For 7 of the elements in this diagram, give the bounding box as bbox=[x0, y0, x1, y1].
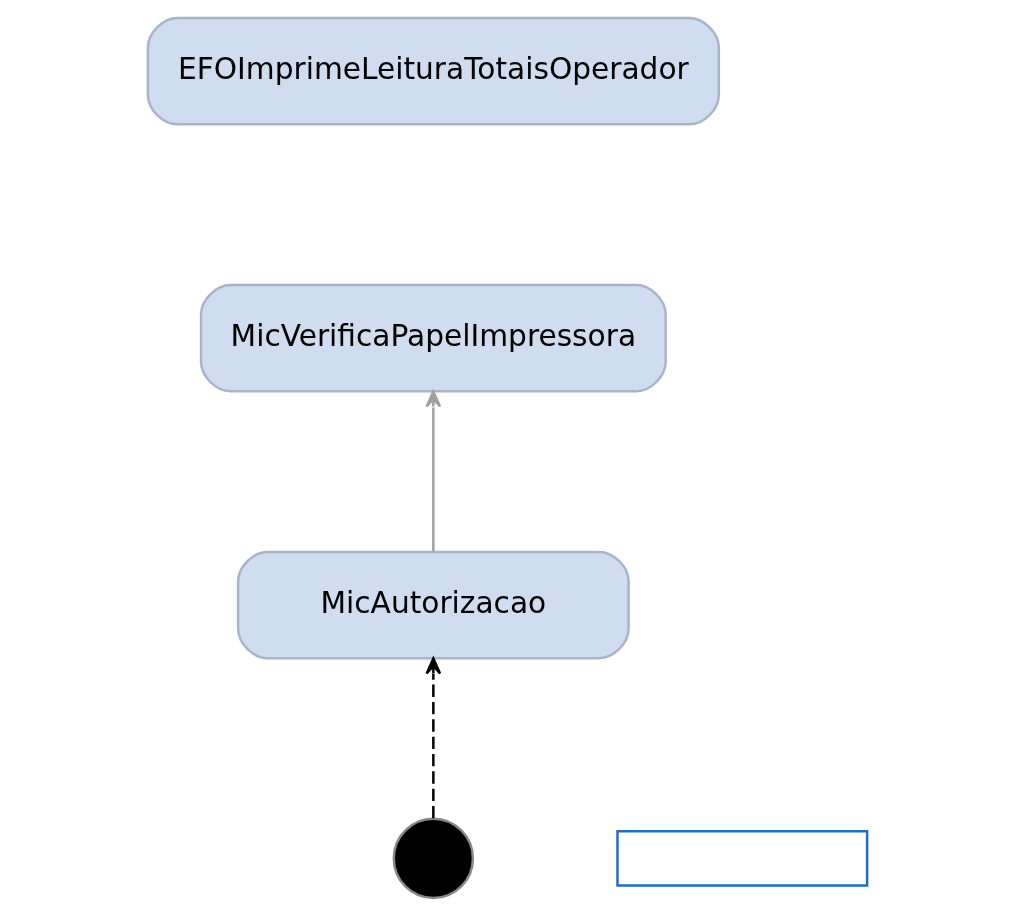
node-box bbox=[615, 829, 868, 887]
arrow bbox=[424, 390, 441, 552]
node-box: MicVerificaPapelImpressora bbox=[199, 283, 667, 393]
node-box: EFOImprimeLeituraTotaisOperador bbox=[146, 16, 720, 126]
node-box: MicAutorizacao bbox=[236, 550, 630, 660]
node-circle bbox=[392, 817, 474, 900]
arrow bbox=[424, 657, 441, 819]
